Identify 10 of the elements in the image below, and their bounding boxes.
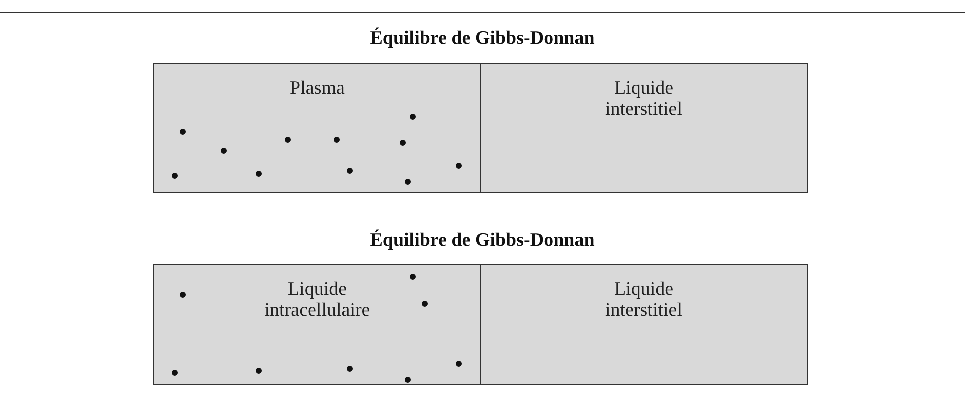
heading: Équilibre de Gibbs-Donnan — [369, 230, 596, 252]
compartment-label: Liquide interstitiel — [604, 78, 684, 120]
compartment-box — [153, 264, 481, 385]
heading: Équilibre de Gibbs-Donnan — [369, 28, 596, 50]
compartment-box — [480, 63, 808, 193]
compartment-box — [480, 264, 808, 385]
compartment-label: Liquide interstitiel — [604, 279, 684, 321]
compartment-box — [153, 63, 481, 193]
compartment-label: Liquide intracellulaire — [264, 279, 372, 321]
compartment-label: Plasma — [289, 78, 346, 99]
